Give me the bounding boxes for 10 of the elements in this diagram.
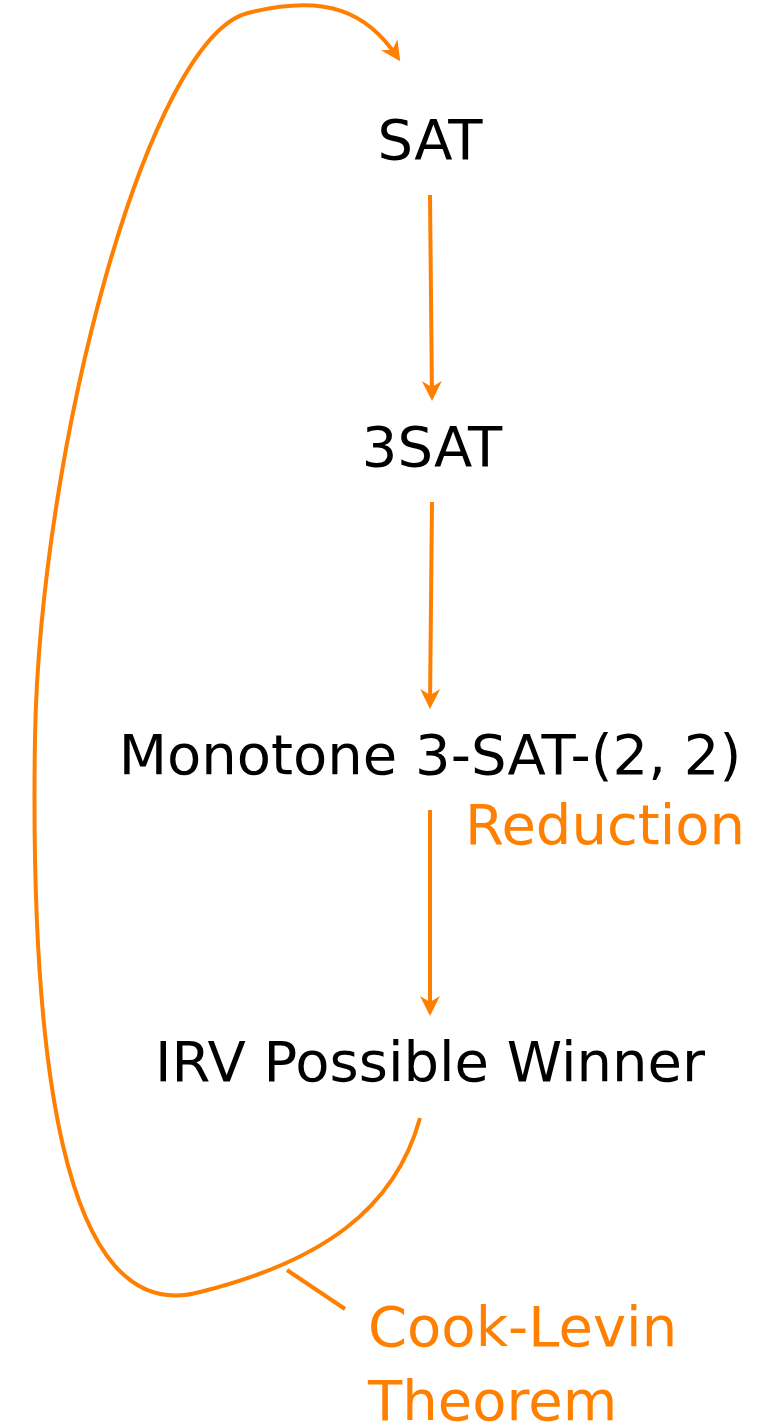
- edge-label: Reduction: [465, 791, 746, 859]
- arrow: [421, 194, 442, 401]
- arrow: [420, 810, 440, 1016]
- edge-label: Cook-Levin Theorem: [368, 1293, 679, 1422]
- node-label: 3SAT: [361, 419, 503, 475]
- arrow: [32, 3, 422, 1296]
- node-label: SAT: [377, 112, 483, 168]
- node-label: IRV Possible Winner: [155, 1034, 705, 1090]
- arrow: [420, 501, 441, 709]
- node-label: Monotone 3-SAT-(2, 2): [118, 727, 742, 783]
